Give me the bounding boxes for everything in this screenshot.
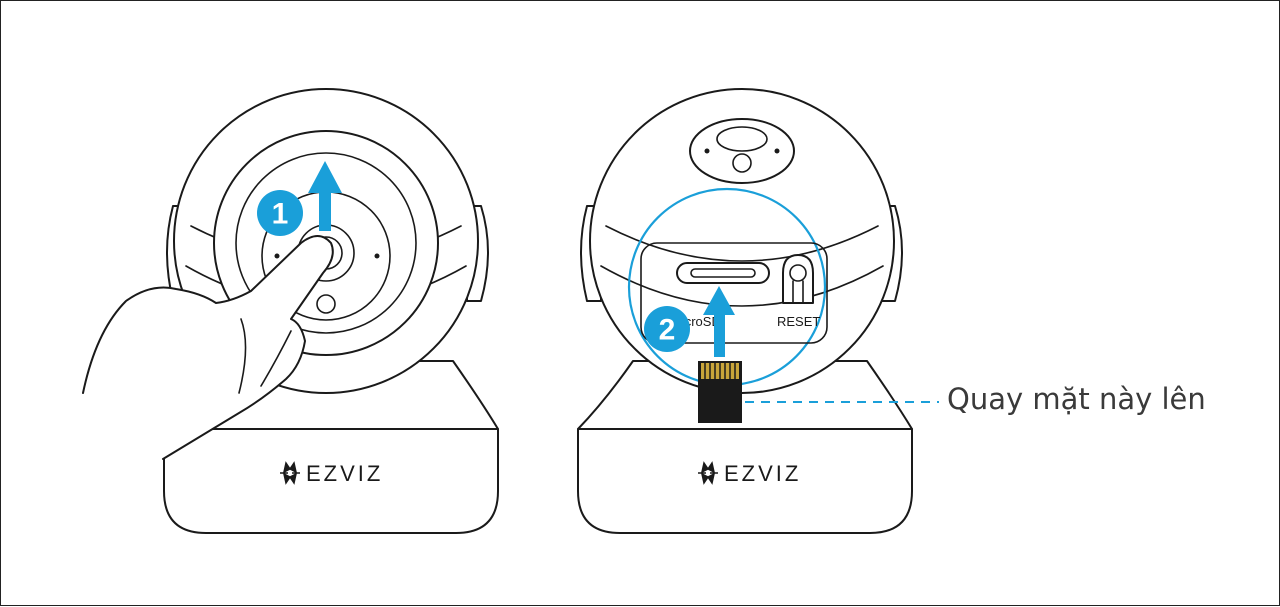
hand-icon [82,235,334,460]
ezviz-logo-icon-right [698,461,718,485]
ezviz-logo-icon [280,461,300,485]
microsd-slot [676,262,770,284]
arrow-up-icon-2 [703,286,735,357]
reset-label: RESET [777,314,820,329]
camera-brand-right: EZVIZ [724,461,801,486]
camera-base-right [577,428,913,534]
reset-button [782,254,814,304]
step-1-badge: 1 [257,190,303,236]
step-1-number: 1 [272,198,289,231]
step-2-badge: 2 [644,306,690,352]
arrow-up-icon-1 [308,161,342,231]
microsd-card-icon [698,361,742,423]
callout-text: Quay mặt này lên [947,382,1206,416]
camera-brand-left: EZVIZ [306,461,383,486]
step-2-number: 2 [659,314,676,347]
camera-base [163,428,499,534]
right-camera: MicroSD RESET EZVIZ [577,88,913,534]
